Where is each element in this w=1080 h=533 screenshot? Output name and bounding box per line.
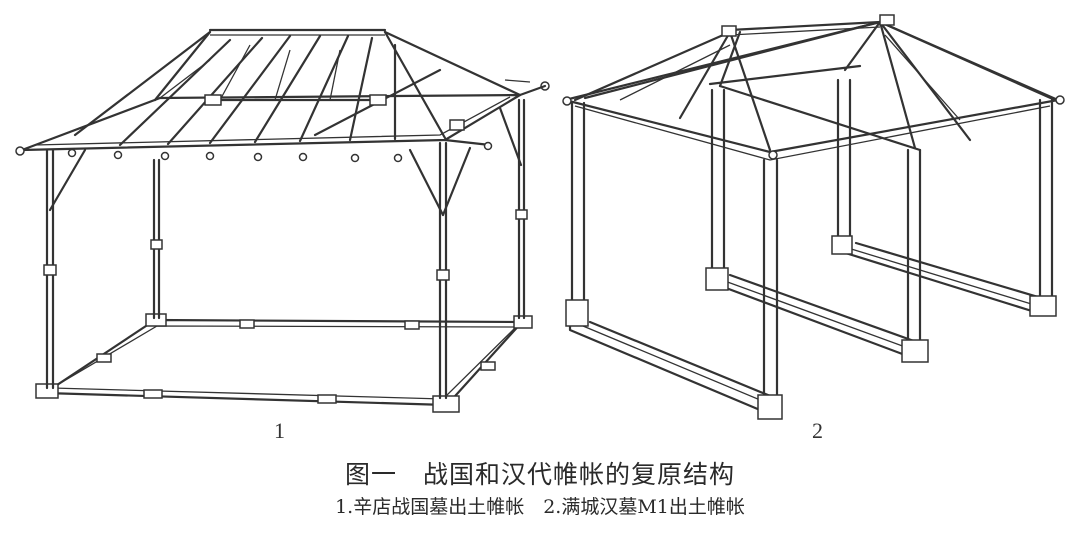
figure-caption-subtitle: 1.辛店战国墓出土帷帐 2.满城汉墓M1出土帷帐 — [335, 496, 745, 518]
tent-1-eaves — [20, 93, 522, 152]
tent-2-roof — [573, 14, 1057, 152]
figure-label-1: 1 — [274, 418, 285, 443]
tent-1-roof — [15, 28, 550, 163]
tent-1-posts — [43, 98, 528, 400]
tent-2-base — [565, 235, 1057, 420]
figure-label-2: 2 — [812, 418, 823, 443]
tent-1-base — [35, 313, 533, 413]
tent-frame-2-drawing — [562, 14, 1065, 420]
tent-frame-1-drawing — [15, 28, 550, 413]
figure-caption-title: 图一 战国和汉代帷帐的复原结构 — [344, 460, 735, 489]
tent-2-posts — [570, 78, 1054, 410]
